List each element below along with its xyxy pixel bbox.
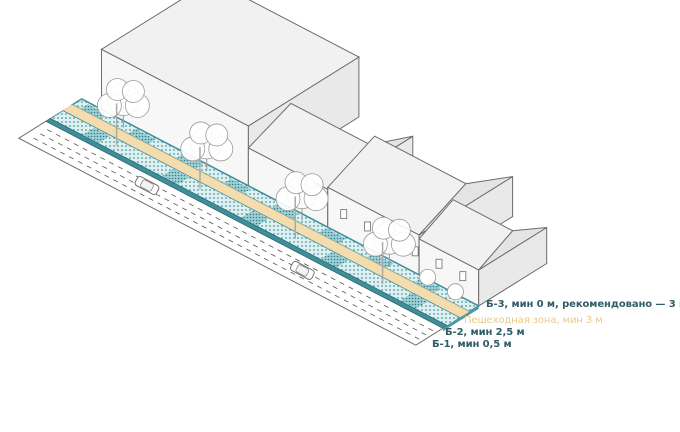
window (459, 271, 467, 282)
car-2 (290, 260, 315, 280)
planting-tile (162, 169, 190, 185)
label-b1-buffer: Б-1, мин 0,5 м (432, 339, 512, 350)
car-1 (134, 176, 160, 195)
building-end-roof-gable (478, 227, 547, 271)
tree-2 (180, 121, 234, 171)
label-pedestrian-zone: Пешеходная зона, мин 3 м (464, 315, 603, 326)
building-right-roof-gable (418, 176, 513, 236)
tree-canopy (300, 173, 324, 197)
tree-4 (362, 216, 416, 267)
planting-tile (241, 210, 269, 226)
lane-marking-2 (40, 133, 430, 338)
window (435, 258, 443, 269)
cars (134, 176, 315, 280)
planting-tile (82, 127, 110, 143)
tree-canopy (387, 218, 411, 242)
buildings (100, 0, 548, 307)
tree-pit-tile (319, 228, 346, 243)
tree-pit-tile (271, 203, 299, 219)
window (340, 209, 348, 219)
tree-canopy (205, 123, 229, 147)
car-roof (295, 264, 310, 277)
building-large-roof (100, 0, 360, 127)
shrub (447, 283, 464, 301)
planting-tile (400, 293, 428, 309)
shrub (419, 268, 437, 286)
trees (96, 78, 464, 301)
tree-pit-tile (367, 253, 394, 268)
tree-pit-tile (128, 129, 156, 144)
tree-3 (275, 171, 329, 221)
car-roof (140, 179, 154, 192)
label-b3-buffer: Б-3, мин 0 м, рекомендовано — 3 м (486, 299, 680, 310)
window (364, 221, 371, 232)
tree-pit-tile (224, 178, 251, 194)
planting-tile (321, 251, 348, 268)
label-b2-buffer: Б-2, мин 2,5 м (445, 327, 525, 338)
curb-edge (443, 305, 479, 332)
tree-pit-tile (81, 104, 108, 119)
tree-1 (96, 78, 150, 128)
tree-canopy (121, 80, 145, 103)
street-ground (17, 98, 481, 346)
tree-pit-tile (176, 153, 204, 169)
lane-marking-3 (33, 137, 423, 342)
lane-marking-1 (46, 129, 437, 333)
